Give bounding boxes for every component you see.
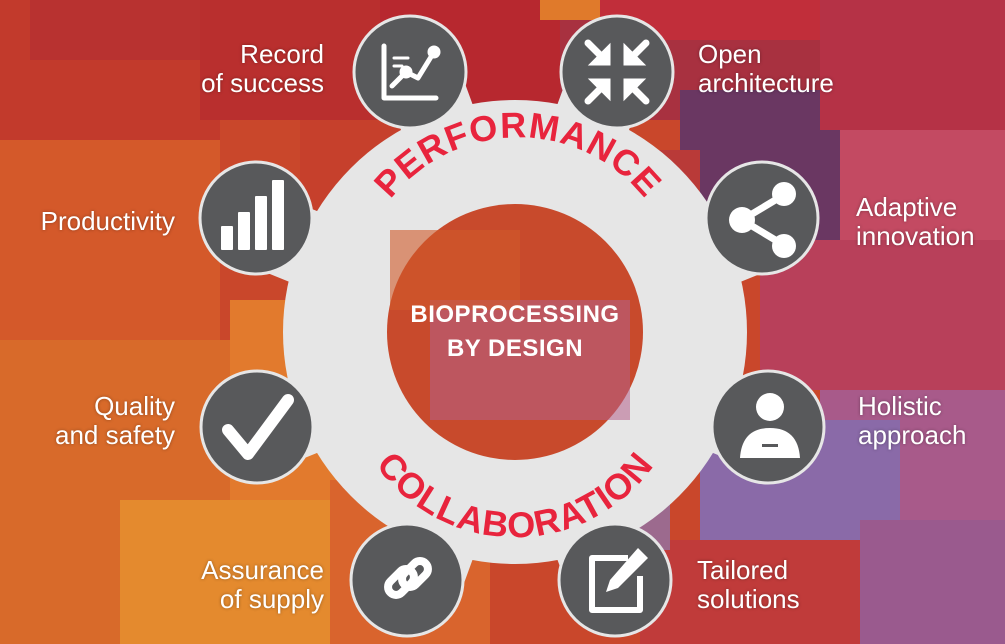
node-record-of-success xyxy=(352,14,468,130)
node-productivity xyxy=(198,160,314,276)
share-icon xyxy=(729,182,796,258)
center-title: BIOPROCESSING BY DESIGN xyxy=(370,298,660,366)
chain-link-icon xyxy=(384,557,432,599)
person-icon xyxy=(740,393,800,458)
label-record-of-success: Record of success xyxy=(201,39,324,98)
node-assurance-of-supply xyxy=(349,522,465,638)
checkmark-icon xyxy=(222,394,294,460)
node-quality-and-safety xyxy=(199,369,315,485)
node-open-architecture xyxy=(559,14,675,130)
center-title-line2: BY DESIGN xyxy=(446,335,584,362)
node-holistic-approach xyxy=(710,369,826,485)
label-adaptive-innovation: Adaptive innovation xyxy=(856,192,975,251)
line-chart-icon xyxy=(381,43,441,101)
compress-arrows-icon xyxy=(584,39,650,105)
bar-chart-icon xyxy=(221,180,284,250)
label-tailored-solutions: Tailored solutions xyxy=(697,555,800,614)
label-productivity: Productivity xyxy=(40,206,175,236)
label-assurance-of-supply: Assurance of supply xyxy=(201,555,324,614)
node-tailored-solutions xyxy=(557,522,673,638)
label-open-architecture: Open architecture xyxy=(698,39,834,98)
node-adaptive-innovation xyxy=(704,160,820,276)
center-title-line1: BIOPROCESSING xyxy=(410,301,620,328)
label-quality-and-safety: Quality and safety xyxy=(55,391,175,450)
edit-icon xyxy=(589,548,648,613)
label-holistic-approach: Holistic approach xyxy=(858,391,967,450)
